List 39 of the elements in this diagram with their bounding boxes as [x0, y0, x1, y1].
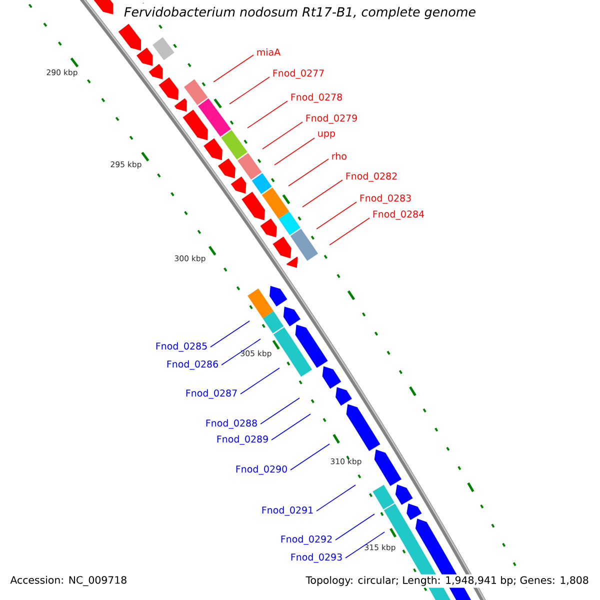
info-text: Accession: NC_009718	[10, 576, 126, 586]
gene-label: Fnod_0288	[206, 419, 257, 429]
leader-line	[260, 398, 300, 424]
leader-line	[229, 76, 270, 104]
gene-label: Fnod_0286	[167, 360, 218, 370]
gene-label: Fnod_0289	[217, 435, 268, 445]
gene-label: Fnod_0279	[306, 114, 357, 124]
leader-line	[316, 202, 357, 230]
leader-line	[271, 414, 311, 440]
gene-label: Fnod_0291	[262, 506, 313, 516]
gene-label: Fnod_0293	[291, 553, 342, 563]
leader-line	[316, 484, 356, 512]
leader-line	[274, 138, 315, 166]
leader-line	[210, 320, 250, 348]
leader-line	[345, 532, 385, 558]
gene-label: miaA	[257, 48, 280, 56]
gene-label: rho	[332, 152, 346, 160]
gene-label: upp	[318, 131, 335, 139]
gene-label: Fnod_0277	[273, 69, 324, 79]
gene-label: Fnod_0292	[281, 535, 332, 545]
gene-label: Fnod_0278	[291, 93, 342, 103]
leader-line	[290, 444, 330, 470]
leader-line	[221, 338, 261, 366]
leader-line	[262, 122, 303, 150]
leader-line	[302, 180, 343, 208]
gene-label: Fnod_0287	[186, 389, 237, 399]
leader-line	[329, 218, 370, 246]
leader-line	[247, 100, 288, 128]
info-text: Topology: circular; Length: 1,948,941 bp; Genes: 1,808	[304, 574, 591, 588]
leader-line	[213, 54, 254, 82]
gene-label: Fnod_0282	[346, 172, 397, 182]
gene-label: Fnod_0283	[360, 194, 411, 204]
leader-line	[240, 368, 280, 394]
leader-line	[288, 158, 329, 186]
title: Fervidobacterium nodosum Rt17-B1, complete genome	[120, 3, 480, 23]
leader-line	[335, 514, 375, 540]
gene-label: Fnod_0285	[156, 342, 207, 352]
gene-label: Fnod_0290	[236, 465, 287, 475]
gene-label: Fnod_0284	[373, 210, 424, 220]
